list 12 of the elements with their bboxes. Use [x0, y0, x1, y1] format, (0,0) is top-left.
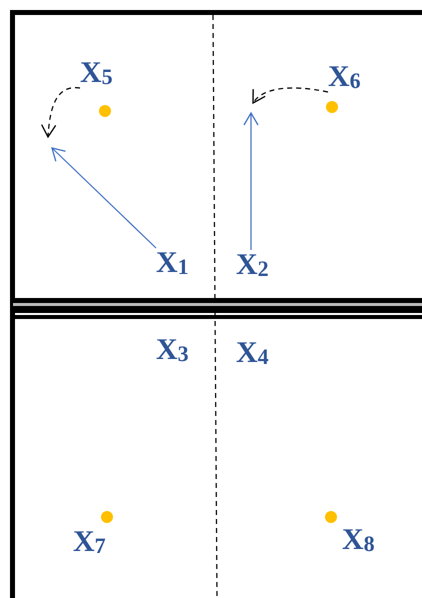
- variable-label: X$_{6}$: [328, 62, 361, 92]
- variable-label: X$_{4}$: [236, 338, 269, 368]
- variable-label: X$_{7}$: [73, 527, 106, 557]
- arrow: [51, 147, 156, 248]
- arrow: [41, 87, 80, 138]
- variable-label: X$_{2}$: [236, 250, 269, 280]
- variable-label: X$_{3}$: [156, 335, 189, 365]
- arrow: [243, 112, 259, 250]
- variable-label: X$_{8}$: [342, 525, 375, 555]
- arrow: [252, 87, 328, 104]
- variable-label: X$_{5}$: [80, 58, 113, 88]
- variable-label: X$_{1}$: [156, 248, 189, 278]
